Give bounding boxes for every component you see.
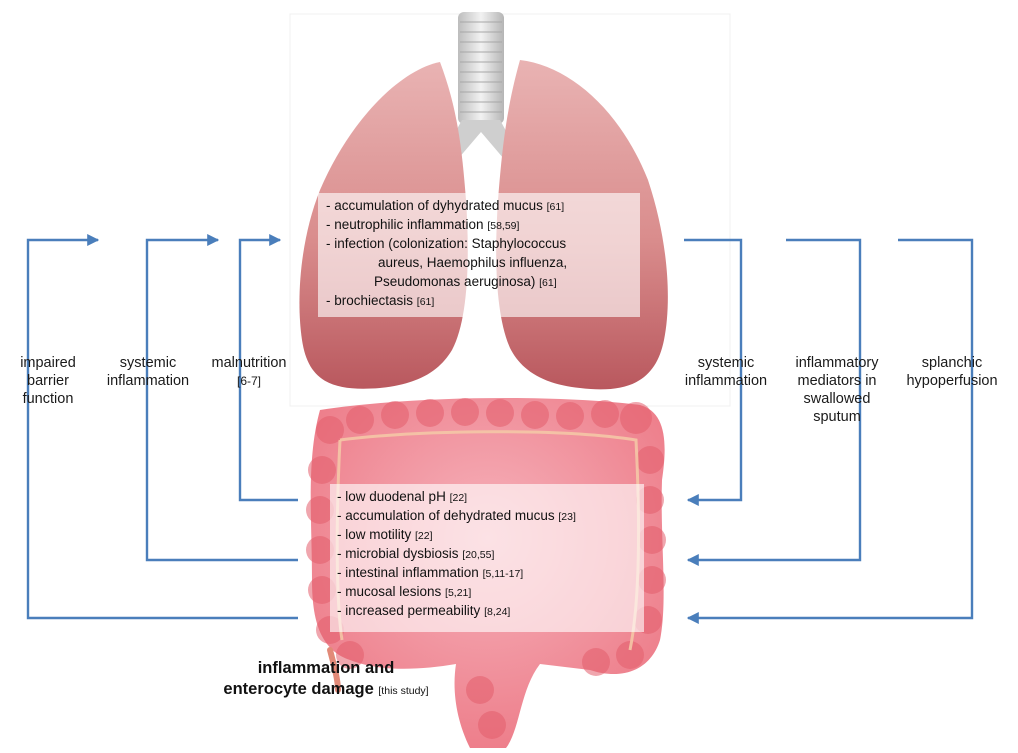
label-inflammatory-mediators: inflammatory mediators in swallowed sput… [782, 354, 892, 426]
arrow-splanchnic [688, 240, 972, 618]
arrow-impaired-barrier [28, 240, 298, 618]
lung-finding: aureus, Haemophilus influenza, [326, 254, 640, 273]
lung-finding: - accumulation of dyhydrated mucus [61] [326, 197, 640, 216]
lung-finding: - infection (colonization: Staphylococcu… [326, 235, 640, 254]
gut-finding: - increased permeability [8,24] [337, 602, 644, 621]
gut-finding: - microbial dysbiosis [20,55] [337, 545, 644, 564]
lung-finding: - brochiectasis [61] [326, 292, 640, 311]
label-impaired-barrier-function: impaired barrier function [8, 354, 88, 408]
label-splanchnic-hypoperfusion: splanchic hypoperfusion [896, 354, 1008, 390]
label-systemic-inflammation-left: systemic inflammation [96, 354, 200, 390]
label-systemic-inflammation-right: systemic inflammation [674, 354, 778, 390]
gut-finding: - mucosal lesions [5,21] [337, 583, 644, 602]
lung-finding: - neutrophilic inflammation [58,59] [326, 216, 640, 235]
lung-finding: Pseudomonas aeruginosa) [61] [326, 273, 640, 292]
gut-finding: - accumulation of dehydrated mucus [23] [337, 507, 644, 526]
gut-findings-panel: - low duodenal pH [22] - accumulation of… [330, 484, 644, 632]
arrow-systemic-left [147, 240, 298, 560]
gut-finding: - low duodenal pH [22] [337, 488, 644, 507]
label-malnutrition: malnutrition [6-7] [200, 354, 298, 390]
gut-finding: - intestinal inflammation [5,11-17] [337, 564, 644, 583]
study-caption: inflammation and enterocyte damage [this… [203, 658, 449, 702]
gut-finding: - low motility [22] [337, 526, 644, 545]
lung-findings-panel: - accumulation of dyhydrated mucus [61] … [318, 193, 640, 317]
